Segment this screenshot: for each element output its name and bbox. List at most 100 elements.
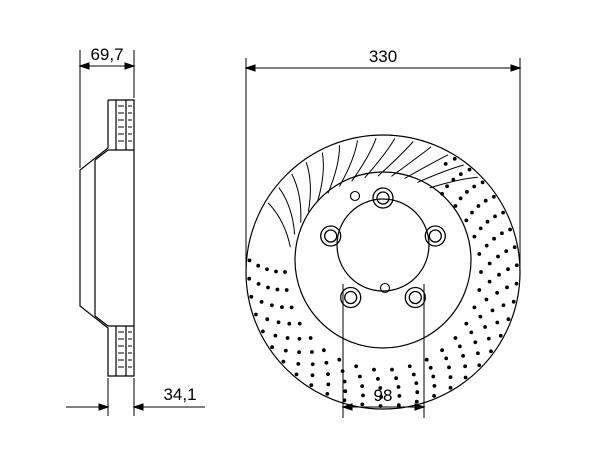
center-bore [336, 198, 430, 292]
drilled-hole [484, 297, 489, 302]
drilled-hole [354, 364, 359, 369]
locator-hole-top [349, 190, 361, 202]
dimension-disc-diameter [244, 58, 522, 270]
drilled-hole [275, 287, 280, 292]
drilled-hole [447, 365, 451, 370]
drilled-hole [452, 156, 457, 161]
drilled-hole [283, 348, 288, 353]
drilled-hole [443, 162, 448, 166]
drilled-hole [477, 363, 482, 368]
drilled-hole [270, 345, 274, 350]
drilled-hole [506, 317, 511, 322]
drilled-hole [469, 330, 474, 335]
drilled-hole [483, 198, 488, 203]
drilled-hole [376, 377, 380, 381]
drilled-hole [497, 272, 501, 277]
drilled-hole [274, 269, 278, 274]
drilled-hole [285, 336, 290, 340]
drilled-hole [473, 340, 478, 345]
drilled-hole [326, 372, 330, 376]
drilled-hole [396, 385, 401, 389]
drilled-hole [506, 267, 510, 272]
dimension-total-thickness [78, 50, 136, 168]
drilled-hole [500, 231, 504, 236]
drilled-hole [324, 360, 329, 365]
drilled-hole [464, 218, 469, 223]
drilled-hole [461, 354, 465, 358]
drilled-hole [414, 399, 419, 404]
drilled-hole [396, 403, 401, 407]
drilled-hole [479, 270, 483, 274]
hat-edge [294, 171, 472, 349]
drilled-hole [265, 267, 269, 272]
drilled-hole [297, 350, 301, 354]
front-view [245, 134, 521, 410]
drilled-hole [261, 329, 265, 334]
drilled-hole [501, 210, 505, 215]
drilled-hole [485, 219, 490, 224]
drilled-hole [514, 281, 519, 286]
drilled-hole [297, 336, 302, 341]
bolt-hole-inner [344, 290, 358, 305]
drilled-hole [273, 333, 278, 338]
drilled-hole [310, 373, 315, 378]
drilled-hole [415, 390, 420, 395]
bolt-hole-inner [428, 229, 442, 243]
drilled-hole [247, 276, 252, 281]
drilled-hole [463, 375, 468, 380]
side-view [79, 99, 135, 377]
drilled-hole [309, 383, 314, 388]
drilled-hole [464, 321, 469, 326]
bolt-hole [424, 225, 446, 247]
drilled-hole [249, 294, 254, 299]
bolt-hole [404, 286, 426, 309]
drilled-hole [343, 389, 348, 394]
drilled-hole [440, 191, 444, 196]
cooling-slot [351, 138, 377, 182]
drilled-hole [504, 249, 509, 254]
drilled-hole [259, 300, 264, 304]
side-profile-outer [79, 99, 135, 377]
drilled-hole [495, 320, 500, 325]
drilled-hole [484, 243, 489, 248]
cooling-slot [305, 162, 311, 212]
cooling-slot [317, 152, 324, 202]
locator-holes [349, 190, 391, 294]
drilled-hole [478, 226, 483, 231]
drilled-hole [492, 236, 496, 241]
cooling-slots [267, 138, 478, 248]
drilled-hole [284, 288, 289, 292]
drilled-hole [287, 321, 292, 326]
drilled-hole [512, 245, 517, 250]
drilled-hole [453, 336, 458, 340]
drilled-hole [487, 261, 492, 266]
drilled-hole [470, 210, 474, 215]
drilled-hole [325, 392, 330, 396]
bolt-holes [320, 187, 446, 309]
drilled-hole [487, 279, 492, 284]
drilled-hole [342, 398, 347, 403]
drilled-hole [467, 167, 472, 172]
drilled-hole [483, 325, 487, 329]
bolt-hole [340, 286, 362, 309]
drilled-hole [445, 184, 449, 189]
drilled-hole [390, 367, 394, 372]
cooling-slot [391, 146, 432, 177]
hat-top-slope [94, 149, 109, 161]
drilled-hole [472, 305, 477, 310]
drilled-hole [424, 357, 429, 362]
drilled-hole [476, 351, 480, 356]
cooling-slot [404, 154, 449, 179]
cooling-slot [291, 173, 302, 223]
drilled-hole [486, 336, 491, 341]
drilled-hole [256, 263, 261, 268]
drilled-hole [397, 394, 402, 398]
drilled-hole [440, 348, 444, 353]
drilled-hole [428, 365, 433, 370]
drilled-hole [310, 362, 315, 367]
cooling-slot [338, 140, 358, 187]
drilled-hole [297, 321, 302, 326]
drilled-hole [490, 308, 495, 313]
